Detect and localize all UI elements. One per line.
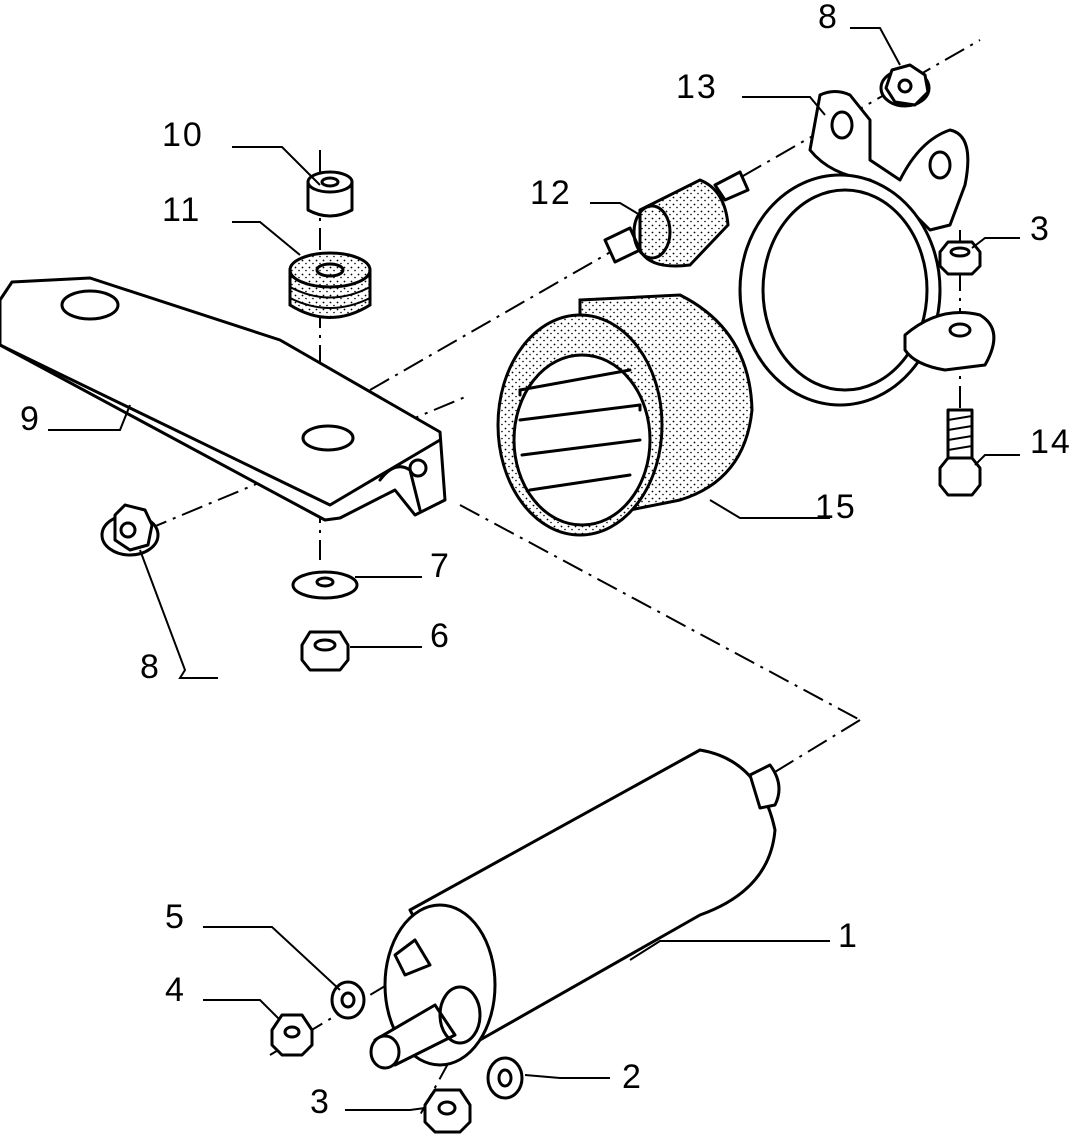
callout-13: 13	[676, 68, 718, 106]
washer-part-7	[291, 570, 359, 600]
callout-1: 1	[838, 917, 859, 955]
callout-6: 6	[430, 617, 451, 655]
pump-part-1	[369, 748, 781, 1070]
callout-3-right: 3	[1030, 210, 1051, 248]
insulator-part-15	[496, 293, 754, 537]
callout-2: 2	[622, 1058, 643, 1096]
callout-3-bottom: 3	[310, 1083, 331, 1121]
flange-nut-part-8-right	[879, 63, 931, 108]
stud-mount-part-12	[603, 170, 750, 268]
nut-part-3-right	[938, 240, 982, 276]
callout-leaders	[48, 27, 1020, 1111]
callout-8-right: 8	[818, 0, 839, 36]
callout-14: 14	[1030, 423, 1072, 461]
bracket-part-9	[0, 276, 447, 522]
callout-12: 12	[530, 174, 572, 212]
nut-part-4	[270, 1013, 314, 1057]
sleeve-part-10	[306, 170, 354, 218]
callout-11: 11	[162, 191, 202, 229]
flange-nut-part-8-left	[100, 503, 160, 557]
clamp-part-13	[738, 90, 996, 407]
bolt-part-14	[938, 408, 982, 497]
callout-4: 4	[165, 971, 186, 1009]
washer-part-2	[486, 1056, 524, 1100]
nut-part-6	[300, 630, 350, 672]
callout-7: 7	[430, 547, 451, 585]
callout-10: 10	[162, 116, 204, 154]
callout-9: 9	[20, 400, 41, 438]
callout-5: 5	[165, 898, 186, 936]
grommet-part-11	[288, 251, 372, 319]
nut-part-3-bottom	[423, 1088, 472, 1134]
callout-8-left: 8	[140, 648, 161, 686]
callout-15: 15	[815, 488, 857, 526]
washer-part-5	[330, 980, 366, 1020]
